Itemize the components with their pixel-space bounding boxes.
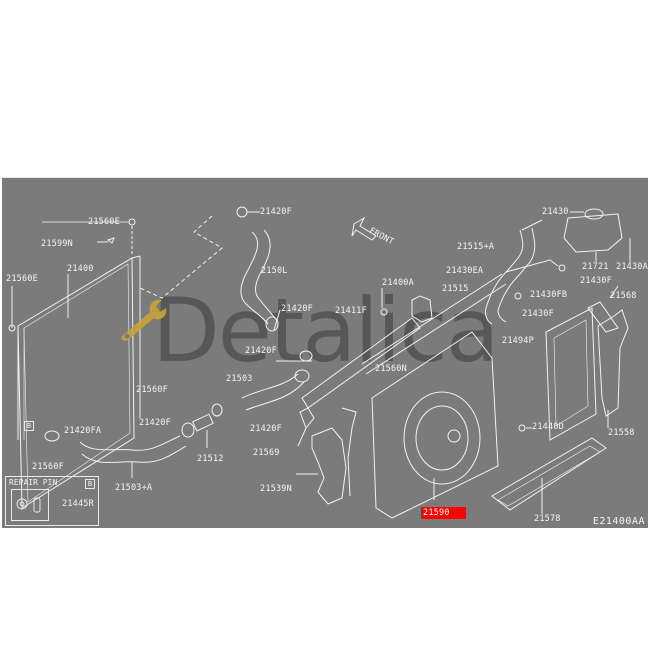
part-label-21560F[interactable]: 21560F (32, 462, 64, 472)
repair-pin-title: REPAIR PIN (9, 478, 58, 487)
part-label-21512[interactable]: 21512 (197, 454, 224, 464)
part-label-21560E[interactable]: 21560E (6, 274, 38, 284)
part-label-21515A[interactable]: 21515+A (457, 242, 495, 252)
part-label-21420F[interactable]: 21420F (250, 424, 282, 434)
repair-pin-tag: B (85, 479, 95, 489)
pin-icon (16, 497, 41, 513)
diagram-code: E21400AA (592, 516, 645, 527)
parts-diagram: Detalica (2, 177, 648, 528)
wrench-icon (121, 299, 167, 341)
part-label-21558[interactable]: 21558 (608, 428, 635, 438)
part-label-21494P[interactable]: 21494P (502, 336, 534, 346)
part-label-21400[interactable]: 21400 (67, 264, 94, 274)
part-label-21445R[interactable]: 21445R (62, 499, 94, 509)
repair-pin-box: REPAIR PIN B 21445R (5, 476, 99, 526)
part-label-21568[interactable]: 21568 (610, 291, 637, 301)
part-label-21420F[interactable]: 21420F (245, 346, 277, 356)
part-label-21515[interactable]: 21515 (442, 284, 469, 294)
watermark-text: Detalica (152, 279, 500, 382)
part-label-21430F[interactable]: 21430F (522, 309, 554, 319)
part-label-21430F[interactable]: 21430F (580, 276, 612, 286)
part-label-21411F[interactable]: 21411F (335, 306, 367, 316)
radiator-core (17, 255, 141, 509)
part-label-21420F[interactable]: 21420F (260, 207, 292, 217)
part-label-21560N[interactable]: 21560N (375, 364, 407, 374)
part-label-21420F[interactable]: 21420F (139, 418, 171, 428)
part-label-21420F[interactable]: 21420F (281, 304, 313, 314)
part-label-21578[interactable]: 21578 (534, 514, 561, 524)
part-label-21721[interactable]: 21721 (582, 262, 609, 272)
part-label-21440D[interactable]: 21440D (532, 422, 564, 432)
part-label-21503A[interactable]: 21503+A (115, 483, 153, 493)
part-label-21430FB[interactable]: 21430FB (530, 290, 568, 300)
repair-pin-illustration (11, 489, 49, 521)
part-label-21560F[interactable]: 21560F (136, 385, 168, 395)
part-label-21560E[interactable]: 21560E (88, 217, 120, 227)
part-label-21503[interactable]: 21503 (226, 374, 253, 384)
part-label-21430A[interactable]: 21430A (616, 262, 648, 272)
part-label-21590-highlighted[interactable]: 21590 (421, 507, 466, 519)
part-label-21430EA[interactable]: 21430EA (446, 266, 484, 276)
part-label-21569[interactable]: 21569 (253, 448, 280, 458)
diagram-linework (8, 206, 631, 519)
part-label-2150L[interactable]: 2150L (261, 266, 288, 276)
part-label-21400A[interactable]: 21400A (382, 278, 414, 288)
part-label-21420FA[interactable]: 21420FA (64, 426, 102, 436)
b-reference-tag: B (24, 421, 34, 431)
part-label-21599N[interactable]: 21599N (41, 239, 73, 249)
part-label-21430[interactable]: 21430 (542, 207, 569, 217)
part-label-21539N[interactable]: 21539N (260, 484, 292, 494)
